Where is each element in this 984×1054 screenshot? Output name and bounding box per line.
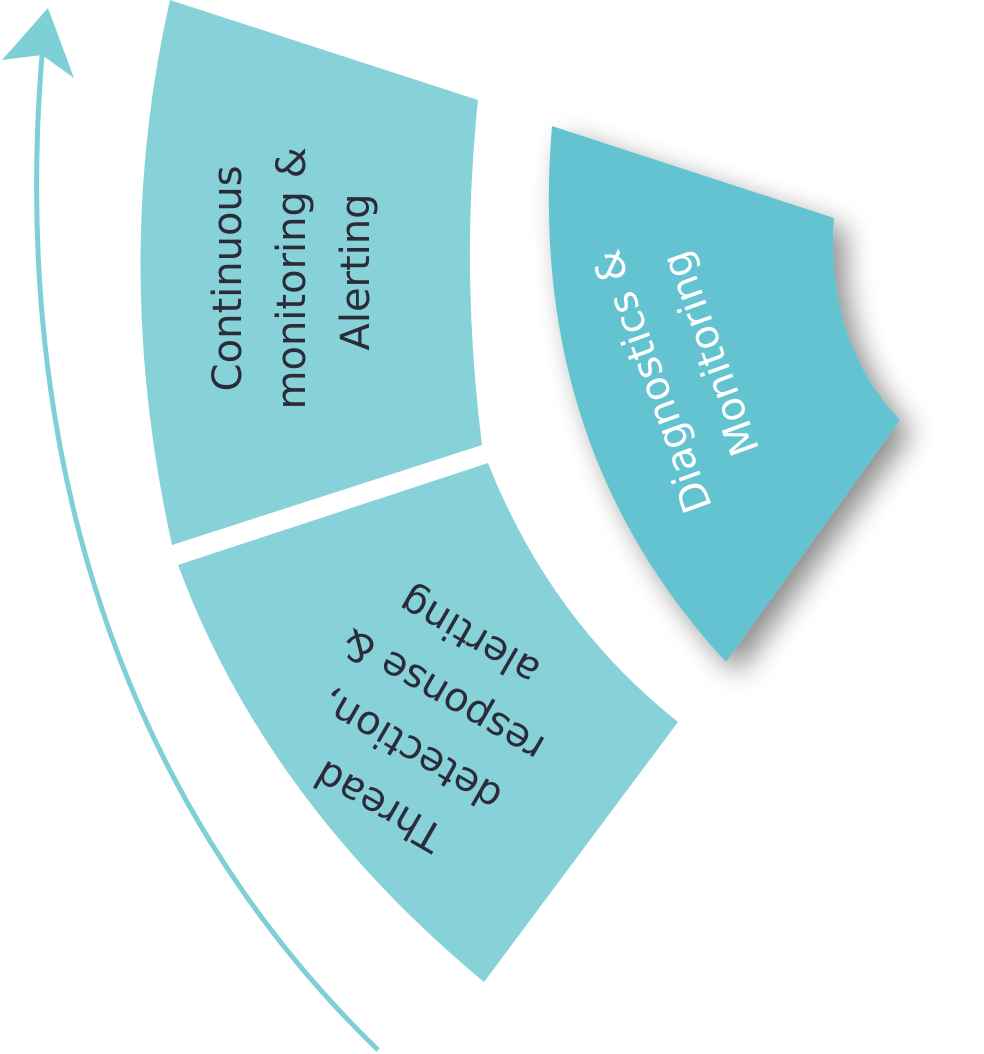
arrow-head (2, 8, 74, 78)
segment-thread-detection: Thread detection, response & alerting (178, 463, 678, 982)
segment-diagnostics-monitoring: Diagnostics & Monitoring (548, 126, 900, 662)
segment-diagnostics-shape (548, 126, 900, 662)
svg-text:Continuous monitoring &: Continuous monitoring & Alerting (205, 135, 379, 410)
segment-continuous-line-2: monitoring & (269, 147, 315, 409)
segment-thread-shape (178, 463, 678, 982)
curved-arrow-icon (2, 8, 380, 1052)
arrow-shaft (34, 54, 380, 1052)
segment-continuous-monitoring: Continuous monitoring & Alerting (140, 0, 482, 545)
segment-continuous-shape (140, 0, 482, 545)
segment-continuous-line-3: Alerting (333, 193, 379, 350)
segment-continuous-line-1: Continuous (205, 165, 251, 391)
